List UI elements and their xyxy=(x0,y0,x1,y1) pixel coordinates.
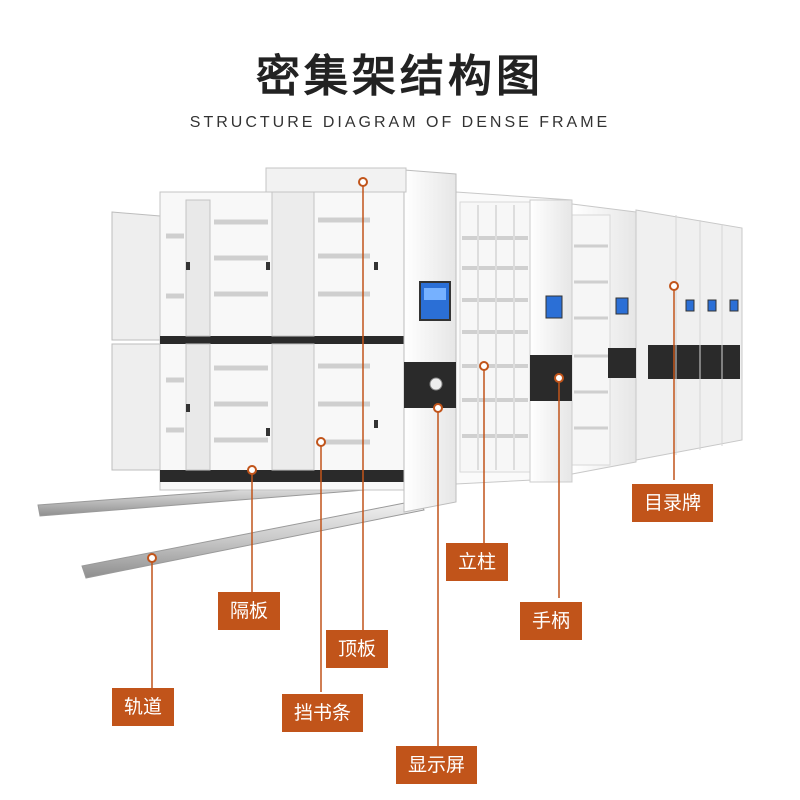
label-shelf-board: 隔板 xyxy=(218,592,281,630)
label-top-board: 顶板 xyxy=(326,630,389,668)
display-screen-panel xyxy=(419,281,451,321)
catalog-plate-mark xyxy=(685,299,695,312)
front-shelf-unit xyxy=(111,167,457,513)
label-track: 轨道 xyxy=(112,688,175,726)
label-column: 立柱 xyxy=(446,543,509,581)
shelf-boards xyxy=(166,217,370,445)
label-handle: 手柄 xyxy=(520,602,583,640)
label-catalog-plate: 目录牌 xyxy=(632,484,714,522)
diagram-title: 密集架结构图 xyxy=(256,51,544,102)
leader-dots xyxy=(147,177,679,563)
diagram-subtitle: STRUCTURE DIAGRAM OF DENSE FRAME xyxy=(189,114,611,131)
label-stop-bar: 挡书条 xyxy=(282,694,364,732)
track-rails xyxy=(37,477,425,579)
top-board-panel xyxy=(265,167,407,193)
rear-shelf-units xyxy=(455,191,743,485)
leader-lines xyxy=(151,182,675,746)
label-display-screen: 显示屏 xyxy=(396,746,478,784)
